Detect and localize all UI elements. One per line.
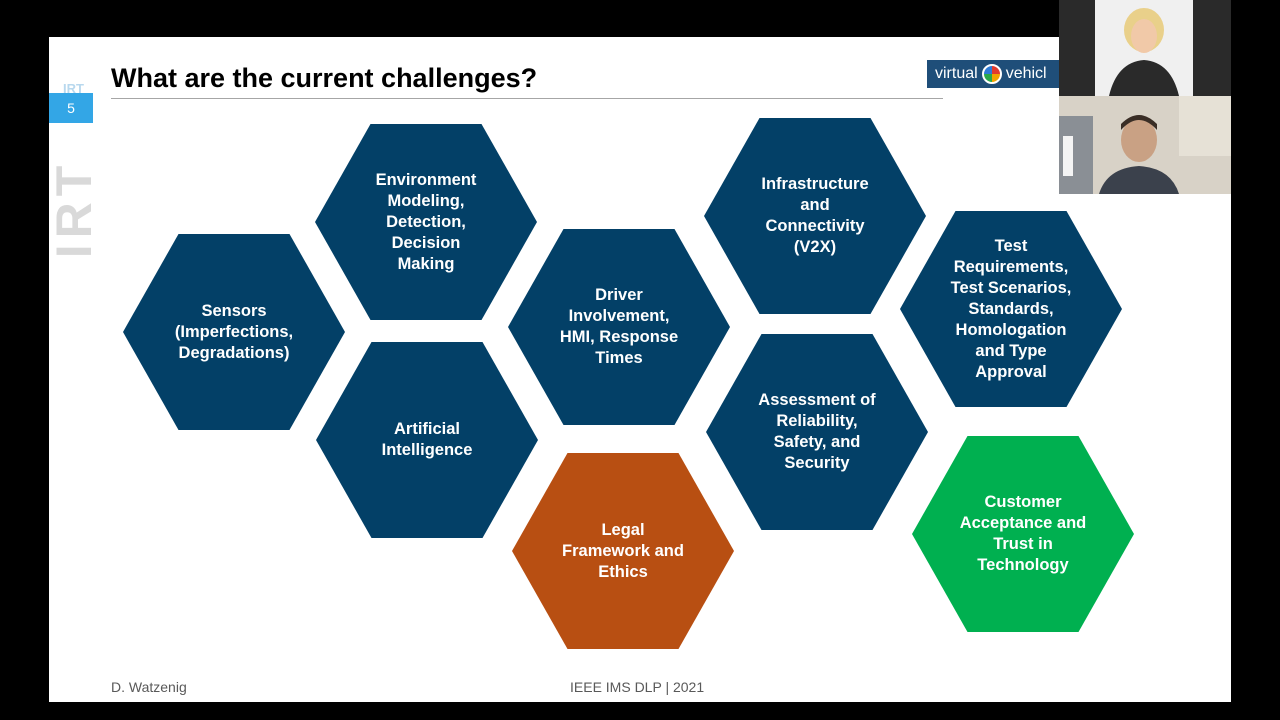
participant-video-1[interactable]: [1059, 0, 1231, 96]
footer-author: D. Watzenig: [111, 679, 187, 695]
hex-label: Infrastructure and Connectivity (V2X): [761, 175, 869, 256]
hex-assessment-reliability: Assessment of Reliability, Safety, and S…: [706, 334, 928, 530]
hex-environment-modeling: Environment Modeling, Detection, Decisio…: [315, 124, 537, 320]
hex-label: Test Requirements, Test Scenarios, Stand…: [950, 236, 1072, 381]
hex-label: Driver Involvement, HMI, Response Times: [559, 286, 679, 367]
hex-driver-involvement: Driver Involvement, HMI, Response Times: [508, 229, 730, 425]
brand-vertical-label: IRT: [49, 159, 102, 259]
hex-label: Customer Acceptance and Trust in Technol…: [959, 493, 1087, 574]
hex-label: Artificial Intelligence: [381, 420, 473, 459]
person-avatar-icon: [1095, 0, 1193, 96]
presentation-slide: IRT 5 IRT What are the current challenge…: [49, 37, 1231, 702]
slide-number: 5: [49, 93, 93, 123]
brand-sidebar: IRT 5 IRT: [49, 81, 102, 281]
logo-text-left: virtual: [935, 65, 978, 82]
hex-label: Assessment of Reliability, Safety, and S…: [758, 391, 876, 472]
logo-wheel-icon: [981, 64, 1002, 84]
hex-label: Sensors (Imperfections, Degradations): [174, 301, 294, 362]
hex-test-requirements: Test Requirements, Test Scenarios, Stand…: [900, 211, 1122, 407]
title-divider: [111, 98, 943, 99]
hex-customer-acceptance: Customer Acceptance and Trust in Technol…: [912, 436, 1134, 632]
hex-artificial-intelligence: Artificial Intelligence: [316, 342, 538, 538]
hex-label: Legal Framework and Ethics: [562, 520, 684, 581]
footer-event: IEEE IMS DLP | 2021: [570, 679, 705, 695]
participant-video-2[interactable]: [1059, 96, 1231, 194]
hex-legal-framework: Legal Framework and Ethics: [512, 453, 734, 649]
brand-small-label: IRT: [63, 81, 84, 96]
slide-title: What are the current challenges?: [111, 63, 538, 93]
logo-text-right: vehicl: [1005, 65, 1047, 82]
hex-label: Environment Modeling, Detection, Decisio…: [375, 170, 477, 273]
virtual-vehicle-logo: virtual vehicl: [927, 60, 1067, 88]
hex-infrastructure-connectivity: Infrastructure and Connectivity (V2X): [704, 118, 926, 314]
hex-sensors: Sensors (Imperfections, Degradations): [123, 234, 345, 430]
person-avatar-icon: [1059, 96, 1231, 194]
